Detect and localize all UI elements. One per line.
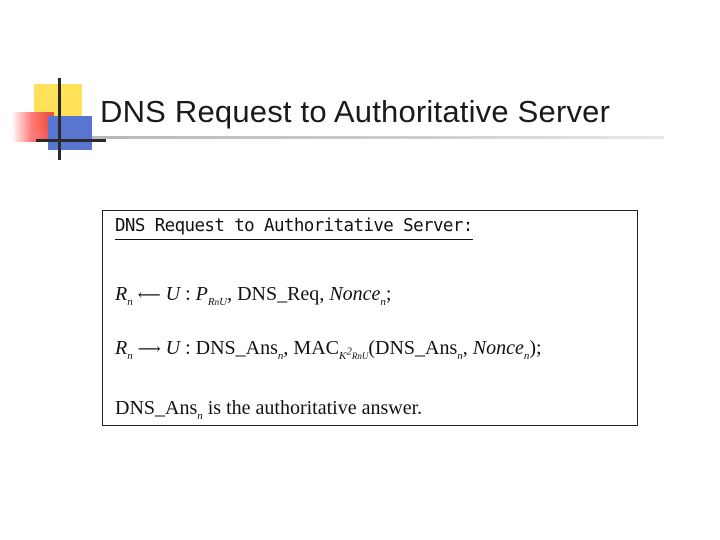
logo-vertical-line	[58, 78, 61, 160]
title-underline	[92, 136, 664, 139]
answer-definition: DNS_Ansn is the authoritative answer.	[115, 397, 423, 422]
protocol-step-request: Rn ⟵ U : PRnU, DNS_Req, Noncen;	[115, 283, 392, 308]
protocol-step-answer: Rn ⟶ U : DNS_Ansn, MACK2RnU(DNS_Ansn, No…	[115, 337, 542, 362]
logo-horizontal-line	[36, 139, 106, 142]
left-arrow-icon: ⟵	[137, 285, 161, 304]
box-heading: DNS Request to Authoritative Server:	[115, 216, 473, 240]
logo-blue-square	[48, 116, 92, 150]
protocol-box: DNS Request to Authoritative Server: Rn …	[102, 210, 638, 426]
right-arrow-icon: ⟶	[137, 339, 161, 358]
logo-red-bar	[12, 112, 54, 142]
slide-title: DNS Request to Authoritative Server	[100, 94, 611, 129]
